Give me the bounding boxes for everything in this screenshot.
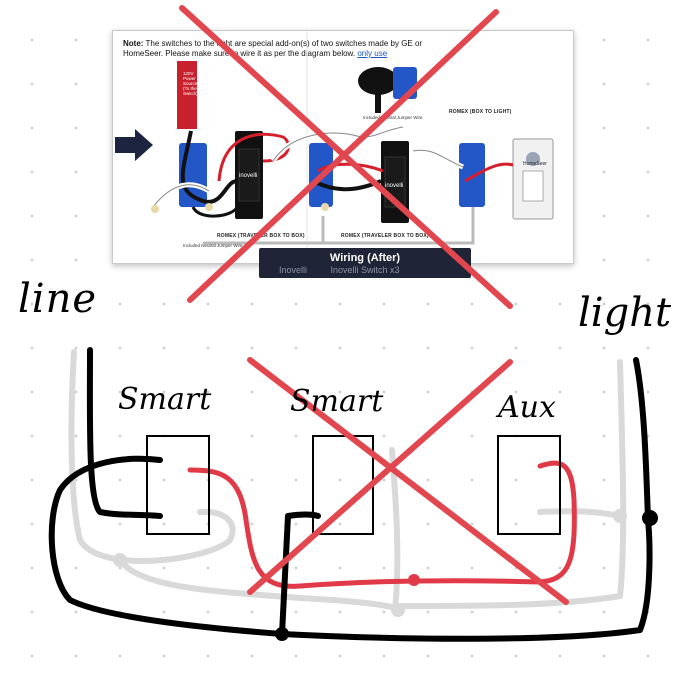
manual-note: Note: The switches to the right are spec… (123, 39, 423, 59)
neutral-junction-mid (391, 603, 405, 617)
label-switch-1: Smart (118, 382, 212, 417)
manual-banner: Wiring (After) Inovelli Inovelli Switch … (259, 248, 471, 278)
power-source-box (177, 61, 197, 129)
switch2-brand: inovelli (385, 183, 404, 189)
neutral-jumper-bottom: Included Neutral Jumper Wire (183, 243, 243, 248)
aux-switch (497, 435, 561, 535)
line-loop-wire (48, 455, 285, 637)
cross-bottom-b (247, 359, 513, 595)
romex-label-mid: ROMEX (TRAVELER BOX TO BOX) (341, 233, 429, 239)
smart-switch-1 (146, 435, 210, 535)
neutral-junction-left (113, 553, 127, 567)
cross-bottom-a (247, 357, 569, 605)
neutral-wire-aux (537, 508, 623, 519)
switch2-hot-wire (279, 511, 321, 637)
light-junction (642, 510, 658, 526)
label-light: light (578, 290, 672, 336)
banner-left: Inovelli (279, 265, 308, 275)
manual-diagram (115, 31, 554, 263)
power-source-label: 120V Power Source (To the Switch) (183, 71, 198, 96)
neutral-jumper-top: Included Neutral Jumper Wire (363, 115, 423, 120)
aux-brand: HomeSeer (523, 161, 547, 167)
neutral-junction-right (613, 509, 627, 523)
note-bold: Note: (123, 39, 144, 48)
line-hot-wire (86, 347, 163, 519)
load-wire (279, 357, 653, 642)
banner-title: Wiring (After) (329, 252, 401, 264)
neutral-wire-light (397, 359, 627, 609)
arrow-icon (115, 129, 153, 161)
hot-junction (275, 627, 289, 641)
note-link: only use (357, 49, 388, 58)
blue-box-3 (459, 143, 485, 207)
banner-sub: Inovelli Switch x3 (330, 265, 400, 275)
label-switch-3: Aux (498, 390, 556, 425)
lamp-icon (358, 67, 398, 95)
note-text: The switches to the right are special ad… (123, 39, 423, 58)
cross-top-b (187, 9, 499, 303)
label-switch-2: Smart (290, 384, 384, 419)
traveler-junction (408, 574, 420, 586)
switch1-brand: inovelli (239, 173, 258, 179)
label-line: line (18, 276, 98, 322)
romex-label-light: ROMEX (BOX TO LIGHT) (449, 109, 512, 115)
